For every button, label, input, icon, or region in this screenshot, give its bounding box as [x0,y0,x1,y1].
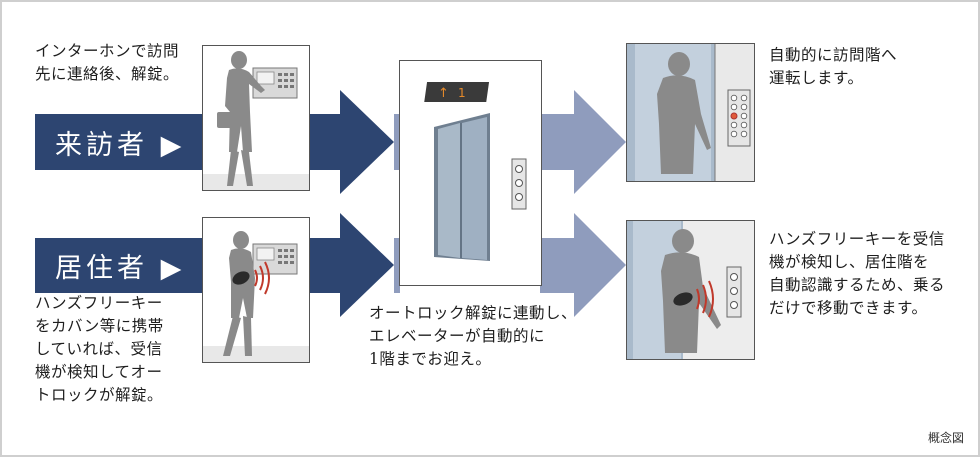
resident-connector [394,238,400,293]
resident-description: ハンズフリーキー をカバン等に携帯 していれば、受信 機が検知してオー トロック… [35,294,164,404]
elevator-door-right [462,117,487,260]
visitor-elevator-panel [626,43,755,182]
visitor-intercom-panel [202,45,310,191]
elevator-door-left [438,123,460,258]
visitor-description: インターホンで訪問 先に連絡後、解錠。 [35,42,180,83]
resident-silhouette [661,229,721,353]
visitor-arrow-right [540,90,626,194]
resident-in-elevator-illustration [627,221,754,359]
resident-arrow-right [540,213,626,317]
visitor-silhouette [217,51,265,186]
visitor-connector [394,114,400,170]
visitor-arrow-left [308,90,394,194]
visitor-in-elevator-illustration [627,44,754,181]
visitor-label: 来訪者 ▶ [35,114,211,170]
elevator-description: オートロック解錠に連動し、 エレベーターが自動的に 1階までお迎え。 [369,304,578,368]
resident-elevator-panel [626,220,755,360]
key-fob-icon [232,271,250,285]
signal-waves-icon [696,280,714,318]
visitor-result-description: 自動的に訪問階へ 運転します。 [769,46,898,87]
visitor-silhouette [657,52,711,174]
visitor-intercom-illustration [203,51,309,190]
resident-arrow-left [308,213,394,317]
resident-result-description: ハンズフリーキーを受信 機が検知し、居住階を 自動認識するため、乗る だけで移動… [769,230,946,317]
resident-handsfree-panel [202,217,310,363]
selected-floor-button [730,112,738,120]
concept-note: 概念図 [927,431,964,445]
indicator-arrow: ↑ [438,86,449,101]
key-fob-icon [673,292,693,306]
resident-label: 居住者 ▶ [35,238,211,293]
resident-silhouette [223,231,255,356]
signal-waves-icon [254,261,270,295]
indicator-floor: 1 [458,86,466,100]
resident-handsfree-illustration [203,231,309,362]
elevator-panel: ↑ 1 [399,60,542,286]
floor-indicator [424,82,490,102]
elevator-illustration: ↑ 1 [424,82,527,261]
